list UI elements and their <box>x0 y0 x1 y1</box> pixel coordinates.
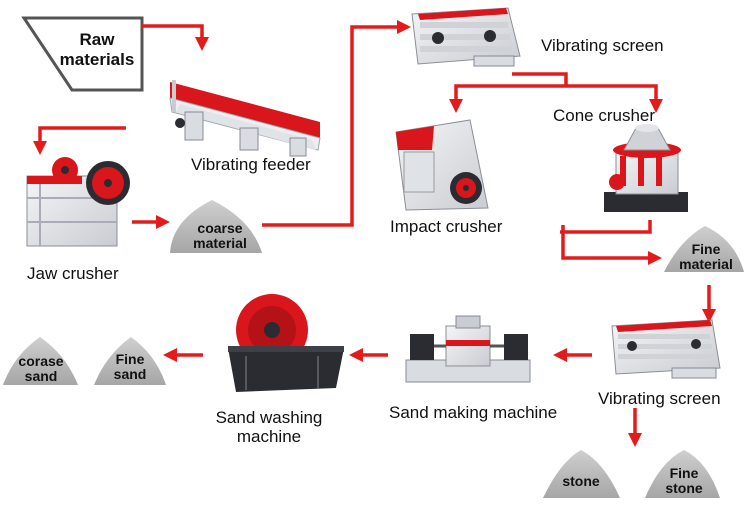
coarse-material-label: coarse material <box>180 221 260 251</box>
arrow-impact-down <box>561 225 662 265</box>
jaw-crusher-label: Jaw crusher <box>27 264 119 283</box>
arrow-cone-back <box>560 220 652 234</box>
impact-crusher-image <box>395 119 489 211</box>
fine-stone-label: Fine stone <box>646 466 722 496</box>
pile-fine-sand <box>94 337 166 385</box>
vibrating-screen-bottom-image <box>611 319 721 379</box>
raw-materials-frame <box>21 16 144 92</box>
arrow-feeder-to-jaw <box>33 126 126 155</box>
fine-sand-line1: Fine <box>115 351 145 367</box>
cone-crusher-label: Cone crusher <box>553 106 656 125</box>
fine-material-label: Fine material <box>666 242 746 272</box>
arrow-coarse-to-screen <box>262 20 411 227</box>
vibrating-feeder-label: Vibrating feeder <box>191 155 311 174</box>
fine-sand-label: Fine sand <box>95 352 165 382</box>
pile-stone <box>543 450 620 498</box>
fine-stone-line2: stone <box>665 480 703 496</box>
flow-arrows <box>33 20 716 447</box>
sand-washing-machine-line1: Sand washing <box>215 408 323 427</box>
arrow-screen-split <box>512 72 568 86</box>
fine-material-line2: material <box>679 256 733 272</box>
raw-materials-line2: materials <box>59 50 135 69</box>
jaw-crusher-image <box>26 157 130 247</box>
fine-stone-line1: Fine <box>669 465 699 481</box>
sand-making-machine-label: Sand making machine <box>389 403 558 422</box>
coarse-material-line1: coarse <box>197 220 243 236</box>
arrow-to-impact <box>449 84 566 113</box>
vibrating-feeder-image <box>169 80 321 157</box>
arrow-to-cone <box>566 84 663 113</box>
raw-materials-line1: Raw <box>79 30 115 49</box>
corase-sand-label: corase sand <box>4 354 78 384</box>
corase-sand-line2: sand <box>24 368 58 384</box>
vibrating-screen-bottom-label: Vibrating screen <box>598 389 721 408</box>
cone-crusher-image <box>604 124 688 212</box>
fine-sand-line2: sand <box>113 366 147 382</box>
pile-coarse-material <box>170 200 262 253</box>
sand-making-machine-image <box>405 315 531 383</box>
sand-washing-machine-label: Sand washing machine <box>214 408 324 446</box>
vibrating-screen-top-label: Vibrating screen <box>541 36 664 55</box>
material-piles <box>3 200 744 498</box>
pile-corase-sand <box>3 337 78 385</box>
stone-label: stone <box>562 473 600 489</box>
sand-washing-machine-image <box>228 294 344 392</box>
coarse-material-line2: material <box>193 235 247 251</box>
impact-crusher-label: Impact crusher <box>390 217 503 236</box>
vibrating-screen-top-image <box>411 7 521 67</box>
fine-material-line1: Fine <box>691 241 721 257</box>
sand-washing-machine-line2: machine <box>236 427 302 446</box>
pile-fine-stone <box>645 450 720 498</box>
raw-materials-label: Raw materials <box>42 30 152 70</box>
pile-fine-material <box>664 226 744 272</box>
arrow-raw-to-feeder <box>142 24 209 51</box>
corase-sand-line1: corase <box>18 353 64 369</box>
